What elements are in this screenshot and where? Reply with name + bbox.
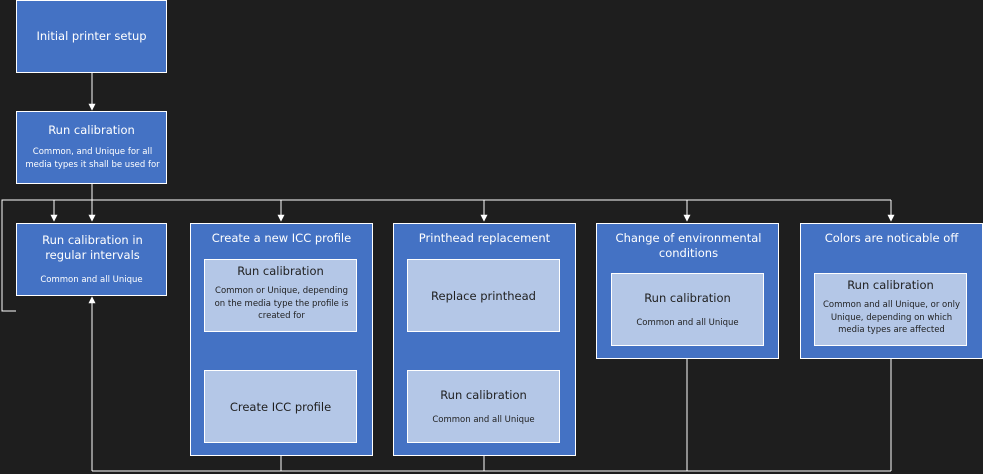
icc-calibration-subtitle: Common or Unique, depending on the media…: [214, 286, 349, 321]
printhead-calibration-title: Run calibration: [440, 388, 527, 402]
new-icc-profile-title: Create a new ICC profile: [211, 231, 352, 245]
regular-intervals-title: Run calibration in regular intervals: [42, 233, 143, 262]
create-icc-profile-box: Create ICC profile: [204, 370, 357, 443]
colors-calibration-box: Run calibration Common and all Unique, o…: [814, 273, 967, 346]
connector-regular-self-loop: [1, 199, 54, 312]
colors-calibration-subtitle: Common and all Unique, or only Unique, d…: [822, 300, 961, 335]
environment-calibration-title: Run calibration: [644, 291, 731, 305]
initial-setup-title: Initial printer setup: [36, 29, 147, 43]
replace-printhead-box: Replace printhead: [407, 259, 560, 332]
printhead-calibration-subtitle: Common and all Unique: [432, 415, 535, 425]
regular-intervals-subtitle: Common and all Unique: [40, 275, 143, 285]
initial-calibration-title: Run calibration: [48, 123, 135, 137]
initial-calibration-subtitle: Common, and Unique for all media types i…: [25, 147, 160, 170]
icc-calibration-box: Run calibration Common or Unique, depend…: [204, 259, 357, 332]
initial-calibration-box: Run calibration Common, and Unique for a…: [16, 111, 167, 184]
icc-calibration-title: Run calibration: [237, 264, 324, 278]
create-icc-profile-title: Create ICC profile: [229, 400, 332, 414]
environment-calibration-subtitle: Common and all Unique: [636, 318, 739, 328]
colors-calibration-title: Run calibration: [847, 278, 934, 292]
printhead-calibration-box: Run calibration Common and all Unique: [407, 370, 560, 443]
environment-calibration-box: Run calibration Common and all Unique: [611, 273, 764, 346]
regular-intervals-box: Run calibration in regular intervals Com…: [16, 223, 167, 296]
environmental-change-title: Change of environmental conditions: [615, 231, 762, 260]
initial-setup-box: Initial printer setup: [16, 0, 167, 73]
printhead-replacement-title: Printhead replacement: [418, 231, 551, 245]
replace-printhead-title: Replace printhead: [431, 289, 536, 303]
colors-off-title: Colors are noticable off: [824, 231, 959, 245]
